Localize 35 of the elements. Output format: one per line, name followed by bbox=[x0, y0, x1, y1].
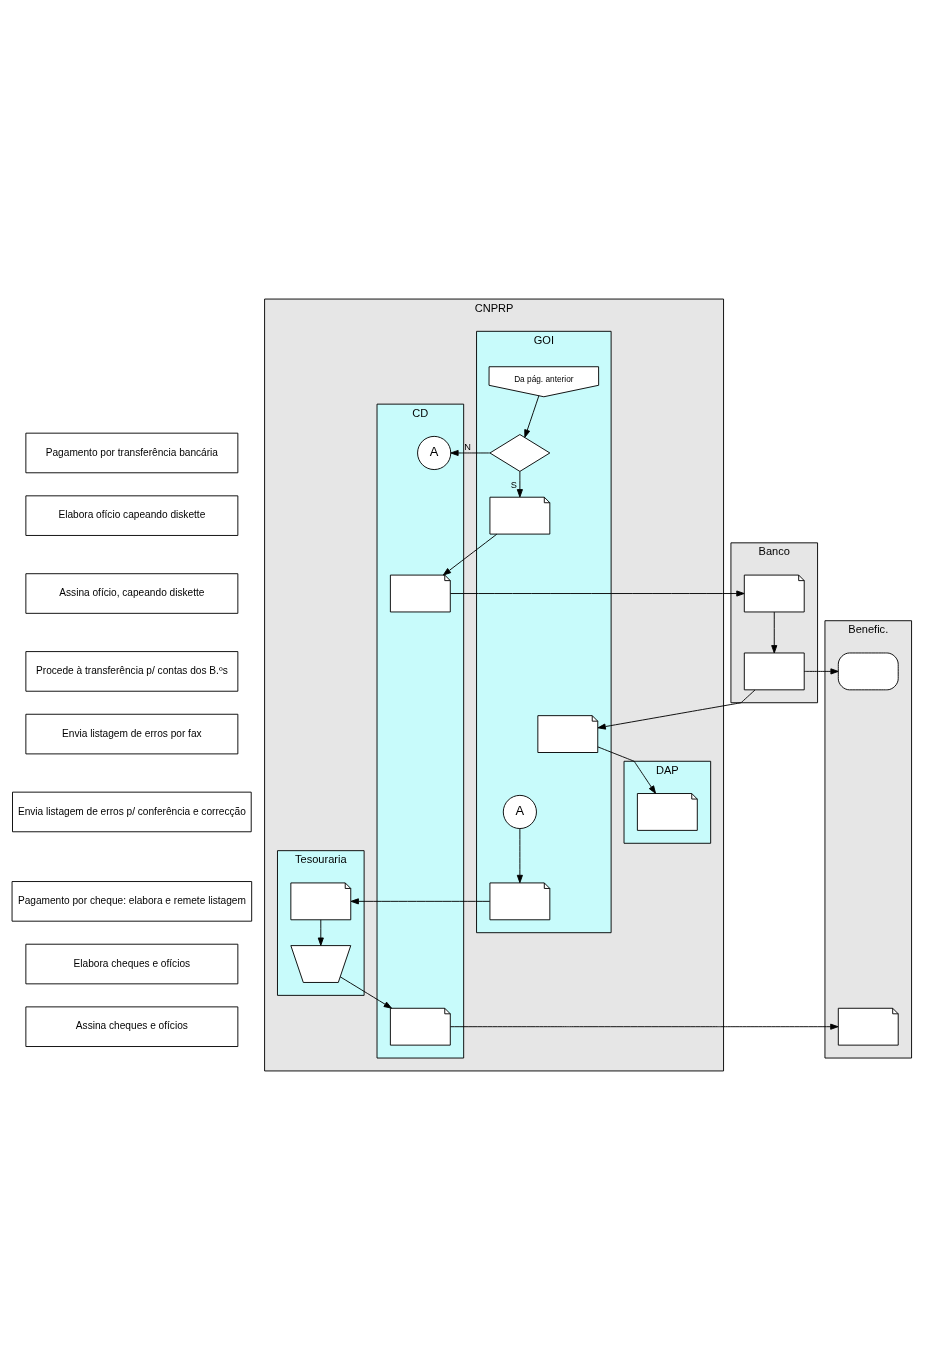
arrow bbox=[516, 471, 523, 498]
arrow bbox=[597, 689, 756, 730]
node-circle: A bbox=[502, 794, 537, 829]
edge-label: N bbox=[464, 442, 471, 453]
node-oval bbox=[837, 652, 899, 691]
node-box: Assina ofício, capeando diskette bbox=[25, 573, 239, 614]
node-box: Envia listagem de erros p/ conferência e correcção bbox=[12, 791, 252, 833]
node-box: Elabora cheques e ofícios bbox=[25, 943, 239, 985]
arrow bbox=[524, 395, 540, 438]
arrow bbox=[350, 898, 491, 905]
node-box bbox=[743, 652, 805, 691]
node-box: Procede à transferência p/ contas dos B.ºs bbox=[25, 651, 239, 692]
arrow bbox=[771, 611, 778, 654]
node-box: Assina cheques e ofícios bbox=[25, 1006, 239, 1047]
node-trapezoid bbox=[290, 945, 352, 983]
arrow bbox=[450, 449, 491, 456]
node-box: Pagamento por cheque: elabora e remete listagem bbox=[11, 881, 253, 922]
arrow bbox=[339, 976, 392, 1009]
node-box: Pagamento por transferência bancária bbox=[25, 432, 239, 474]
arrow bbox=[450, 1023, 839, 1030]
cluster: Banco bbox=[730, 542, 819, 704]
arrow bbox=[597, 746, 656, 794]
arrow bbox=[442, 533, 498, 576]
cluster: Tesouraria bbox=[277, 850, 365, 996]
node-diamond bbox=[489, 434, 551, 472]
cluster: Benefic. bbox=[824, 620, 913, 1059]
arrow bbox=[803, 668, 839, 675]
cluster: DAP bbox=[623, 760, 712, 844]
arrow bbox=[516, 828, 523, 884]
arrow bbox=[450, 590, 745, 597]
node-box: Elabora ofício capeando diskette bbox=[25, 495, 239, 536]
edge-label: S bbox=[510, 479, 517, 490]
arrow bbox=[317, 919, 324, 946]
node-box: Envia listagem de erros por fax bbox=[25, 713, 239, 755]
node-circle: A bbox=[417, 435, 452, 470]
